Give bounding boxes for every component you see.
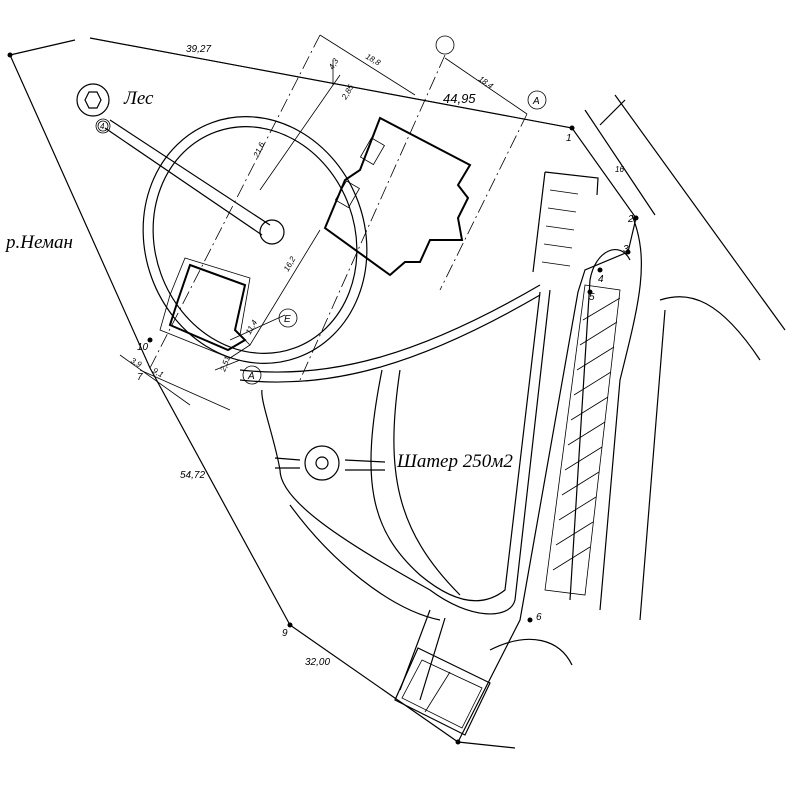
dim-bottom-boundary: 32,00 (305, 657, 330, 668)
dim: 9,1 (151, 366, 165, 379)
tent-pad (394, 647, 491, 736)
point-label: 7 (137, 372, 143, 383)
dim-top-right: 44,95 (443, 91, 476, 106)
dim-top-boundary: 39,27 (186, 44, 211, 55)
parking-upper (532, 171, 599, 273)
point-label: 2 (627, 214, 634, 225)
garden-paths (104, 116, 551, 701)
svg-text:A: A (247, 371, 255, 382)
dim: 3,9 (129, 356, 144, 370)
site-boundary (9, 37, 637, 749)
dim: 18,4 (477, 74, 495, 91)
svg-text:4: 4 (100, 122, 105, 131)
forest-marker: 4 (76, 83, 111, 134)
point-label: 5 (589, 292, 595, 303)
parking-lower (544, 249, 631, 601)
axis-marker-top (435, 35, 455, 55)
axis-marker-e: E (278, 308, 298, 328)
point-label: 1 (566, 133, 572, 144)
point-label: 6 (536, 612, 542, 623)
point-label: 4 (598, 274, 604, 285)
svg-text:A: A (532, 96, 540, 107)
dim: 18,8 (364, 52, 382, 68)
point-label: 10 (137, 342, 149, 353)
dimension-lines (89, 34, 573, 411)
road (489, 94, 786, 666)
point-label: 3 (623, 244, 629, 255)
dim-left-boundary: 54,72 (180, 470, 205, 481)
point-label: 9 (282, 628, 288, 639)
svg-text:E: E (284, 314, 291, 325)
river-label: р.Неман (4, 232, 73, 253)
main-building (323, 116, 472, 277)
boundary-points (7, 52, 639, 745)
axis-marker-a-bottom: A (242, 365, 262, 385)
axis-marker-a-top: A (527, 90, 547, 110)
dim: 4,3 (327, 56, 341, 71)
guest-house (159, 257, 251, 359)
dim-road-width: 16 (615, 165, 624, 174)
forest-label: Лес (123, 88, 154, 109)
tent-label: Шатер 250м2 (396, 451, 513, 472)
